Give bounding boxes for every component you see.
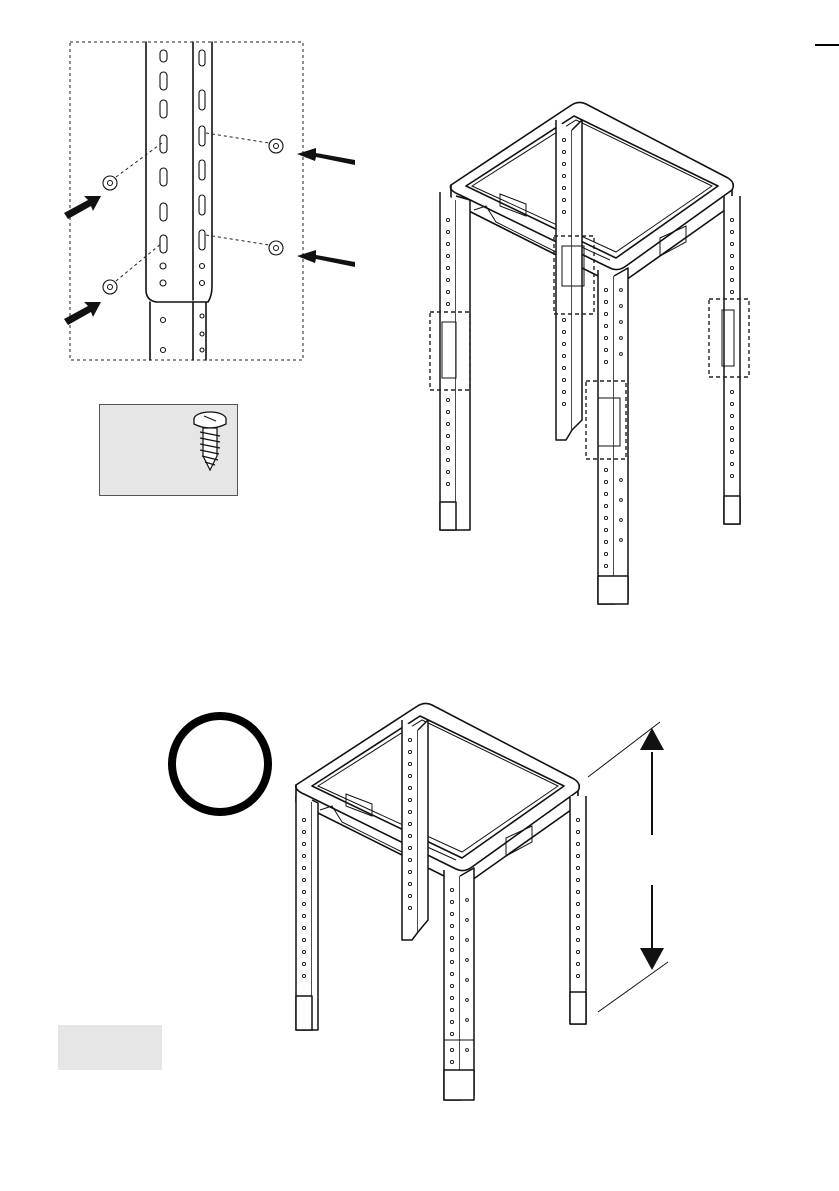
pan-head-screw-icon	[194, 412, 226, 470]
circle-ok-icon	[168, 712, 272, 816]
label-placeholder-box	[58, 1025, 162, 1070]
